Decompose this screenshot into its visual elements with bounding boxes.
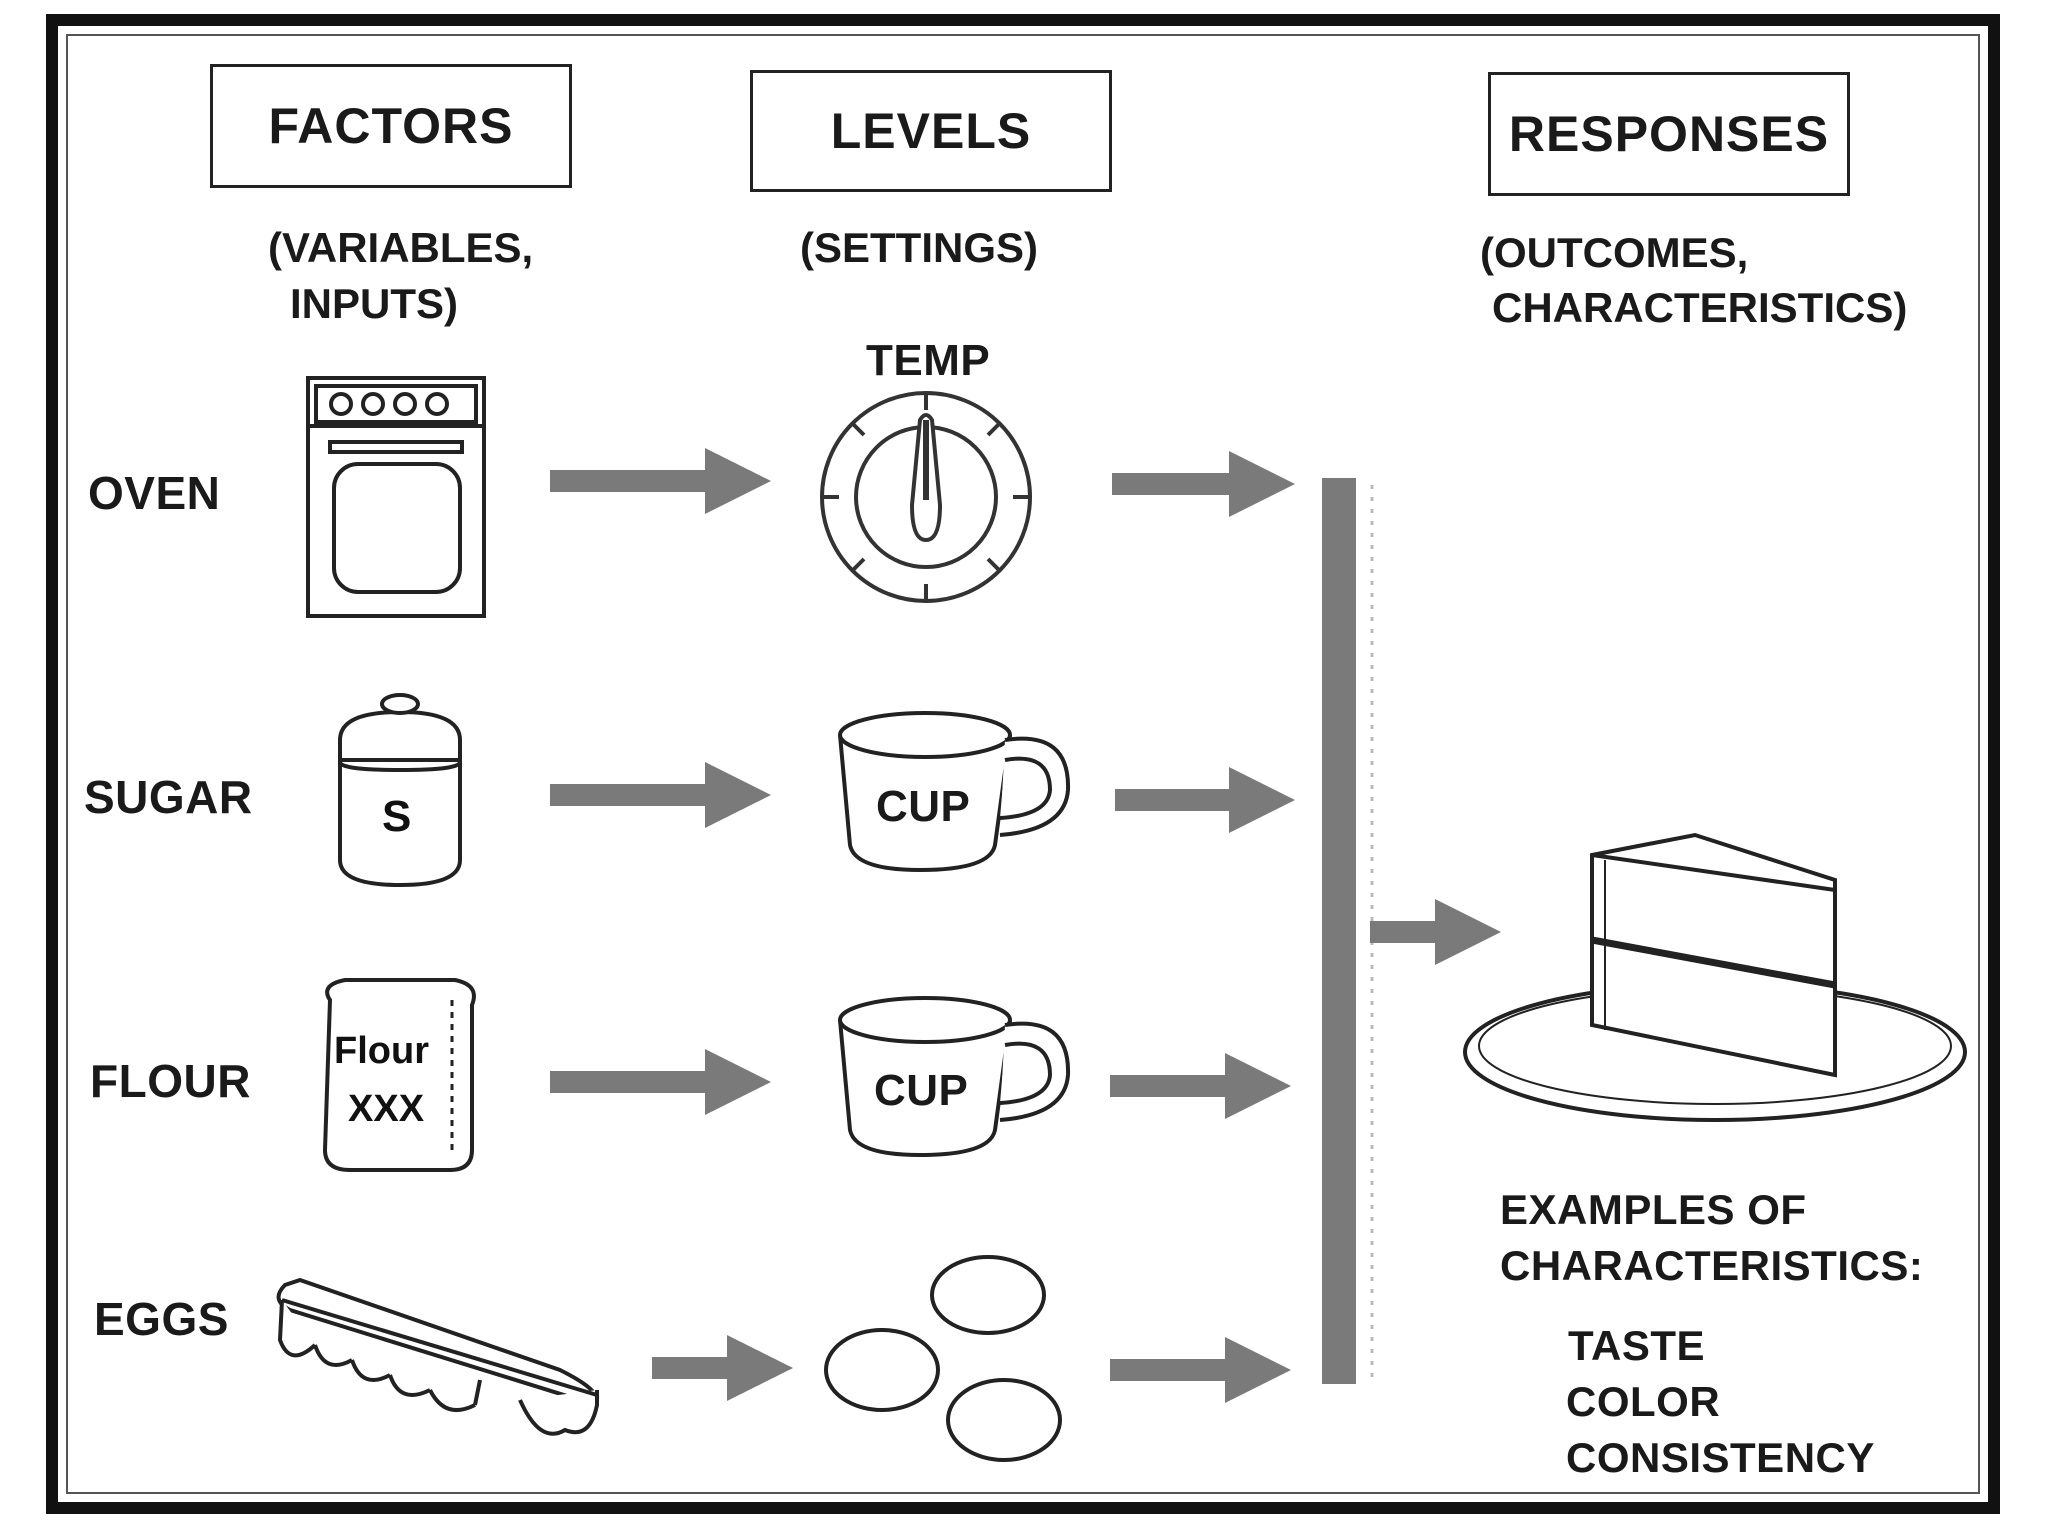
responses-header-box: RESPONSES <box>1488 72 1850 196</box>
example-taste: TASTE <box>1568 1322 1706 1369</box>
cake-slice-icon <box>1463 832 1967 1122</box>
example-color: COLOR <box>1566 1378 1721 1425</box>
levels-subheader: (SETTINGS) <box>800 224 1038 271</box>
factor-label-oven: OVEN <box>88 467 221 519</box>
sugar-jar-letter: S <box>382 792 412 841</box>
flour-bag-icon <box>322 978 476 1172</box>
example-consistency: CONSISTENCY <box>1566 1434 1875 1481</box>
collector-bar <box>1322 478 1356 1384</box>
factor-label-eggs: EGGS <box>94 1293 229 1345</box>
diagram-inner-border <box>66 34 1980 1494</box>
factor-label-sugar: SUGAR <box>84 771 253 823</box>
responses-header: RESPONSES <box>1508 106 1830 162</box>
factor-to-level-arrows <box>550 448 793 1401</box>
responses-subheader-line2: CHARACTERISTICS) <box>1492 284 1908 331</box>
cup-label-1: CUP <box>876 782 971 831</box>
responses-subheader-line1: (OUTCOMES, <box>1480 229 1749 276</box>
egg-carton-icon <box>276 1277 599 1436</box>
factors-header-box: FACTORS <box>210 64 572 188</box>
flour-bag-text-line2: XXX <box>348 1088 425 1130</box>
factors-header: FACTORS <box>268 98 514 154</box>
sugar-jar-icon <box>338 693 462 888</box>
measuring-cup-icon-1 <box>838 711 1071 873</box>
oven-icon <box>306 376 486 618</box>
cup-label-2: CUP <box>874 1066 969 1115</box>
levels-header: LEVELS <box>830 103 1032 159</box>
eggs-icon <box>824 1255 1062 1462</box>
levels-header-box: LEVELS <box>750 70 1112 192</box>
factor-label-flour: FLOUR <box>90 1055 251 1107</box>
flour-bag-text-line1: Flour <box>334 1030 429 1072</box>
temp-label: TEMP <box>866 336 991 385</box>
measuring-cup-icon-2 <box>838 996 1071 1158</box>
examples-heading-line1: EXAMPLES OF <box>1500 1186 1807 1233</box>
temperature-dial-icon <box>820 391 1032 603</box>
factors-subheader-line1: (VARIABLES, <box>268 224 534 271</box>
examples-heading-line2: CHARACTERISTICS: <box>1500 1242 1924 1289</box>
factors-subheader-line2: INPUTS) <box>290 280 458 327</box>
level-to-collector-arrows <box>1110 451 1295 1403</box>
